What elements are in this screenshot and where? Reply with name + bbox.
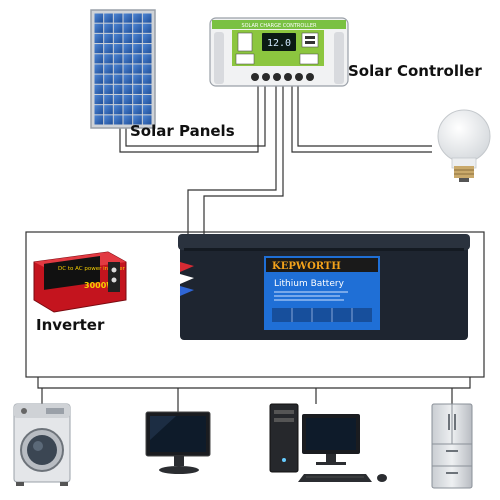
panel-cell <box>142 115 152 125</box>
panel-cell <box>133 94 142 105</box>
panel-cell <box>104 74 113 84</box>
panel-cell <box>123 115 133 125</box>
battery-brand: KEPWORTH <box>272 261 341 272</box>
panel-cell <box>113 13 123 23</box>
panel-cell <box>133 84 142 94</box>
panel-cell <box>104 84 113 94</box>
system-enclosure <box>25 231 485 378</box>
lcd-value: 12.0 <box>267 38 291 49</box>
panel-cell <box>123 84 133 94</box>
panel-cell <box>142 64 152 74</box>
solar-panel <box>90 9 156 129</box>
wire-bus <box>37 377 471 389</box>
monitor-icon <box>145 411 211 474</box>
washing-machine-icon <box>13 403 71 486</box>
panel-cell <box>113 115 123 125</box>
panel-cell <box>123 105 133 115</box>
panel-cell <box>94 44 104 54</box>
panel-cell <box>142 23 152 33</box>
wire-panel-1 <box>119 86 259 153</box>
desktop-computer-icon <box>269 403 387 482</box>
panel-cell <box>94 54 104 64</box>
inverter-model-text: DC to AC power inverter <box>58 266 126 272</box>
inverter-label: Inverter <box>36 316 105 334</box>
wire-battery-1 <box>187 86 277 234</box>
panel-cell <box>94 84 104 94</box>
panel-cell <box>94 74 104 84</box>
panel-cell <box>142 94 152 105</box>
controller-terminals <box>251 73 314 81</box>
power-inverter: DC to AC power inverter 3000W <box>33 251 127 313</box>
panel-cell <box>142 13 152 23</box>
panel-cell <box>123 23 133 33</box>
panel-cell <box>133 54 142 64</box>
panel-cell <box>142 84 152 94</box>
panel-cell <box>133 64 142 74</box>
panel-cell <box>113 64 123 74</box>
panel-cell <box>113 44 123 54</box>
refrigerator-icon <box>431 403 473 489</box>
panel-cell <box>142 105 152 115</box>
panel-cell <box>133 13 142 23</box>
panel-cell <box>142 74 152 84</box>
panel-cell <box>133 23 142 33</box>
panel-cell <box>94 105 104 115</box>
panel-cell <box>113 84 123 94</box>
panel-cell <box>123 54 133 64</box>
solar-panels-label: Solar Panels <box>130 122 235 140</box>
panel-cell <box>104 115 113 125</box>
panel-cell <box>104 105 113 115</box>
panel-cell <box>142 33 152 44</box>
panel-cell <box>142 44 152 54</box>
battery-title: Lithium Battery <box>274 279 345 289</box>
lithium-battery: KEPWORTH Lithium Battery <box>178 234 470 340</box>
panel-cell <box>104 94 113 105</box>
light-bulb-icon <box>437 109 491 182</box>
panel-cell <box>104 64 113 74</box>
panel-cell <box>123 44 133 54</box>
panel-cell <box>133 33 142 44</box>
panel-cell <box>123 74 133 84</box>
panel-cell <box>123 13 133 23</box>
panel-cell <box>113 33 123 44</box>
panel-cell <box>113 94 123 105</box>
panel-cell <box>94 13 104 23</box>
panel-cell <box>104 23 113 33</box>
panel-cell <box>104 44 113 54</box>
wire-battery-2 <box>203 86 284 234</box>
panel-cell <box>94 33 104 44</box>
wiring <box>25 86 485 412</box>
solar-controller-label: Solar Controller <box>348 62 482 80</box>
lcd-display <box>262 33 296 51</box>
panel-cell <box>94 23 104 33</box>
panel-cell <box>123 64 133 74</box>
panel-cell <box>142 54 152 64</box>
panel-cell <box>104 54 113 64</box>
panel-cell <box>133 44 142 54</box>
wire-panel-2 <box>125 86 266 147</box>
wire-bulb-2 <box>297 86 432 147</box>
panel-cell <box>133 115 142 125</box>
wire-bulb-1 <box>291 86 432 153</box>
panel-cell <box>113 54 123 64</box>
panel-cell <box>113 105 123 115</box>
panel-cell <box>123 33 133 44</box>
usb-port-icon <box>301 32 319 48</box>
panel-cell <box>133 74 142 84</box>
panel-cell <box>94 94 104 105</box>
solar-charge-controller: SOLAR CHARGE CONTROLLER 12.0 <box>209 17 349 87</box>
inverter-power-text: 3000W <box>84 281 115 290</box>
panel-cell <box>104 33 113 44</box>
controller-header-text: SOLAR CHARGE CONTROLLER <box>241 23 317 29</box>
panel-cell <box>94 115 104 125</box>
panel-cell <box>113 74 123 84</box>
panel-indicator-icon <box>237 32 253 52</box>
panel-cell <box>94 64 104 74</box>
panel-cell <box>123 94 133 105</box>
panel-cell <box>133 105 142 115</box>
panel-cell <box>104 13 113 23</box>
panel-cell <box>113 23 123 33</box>
